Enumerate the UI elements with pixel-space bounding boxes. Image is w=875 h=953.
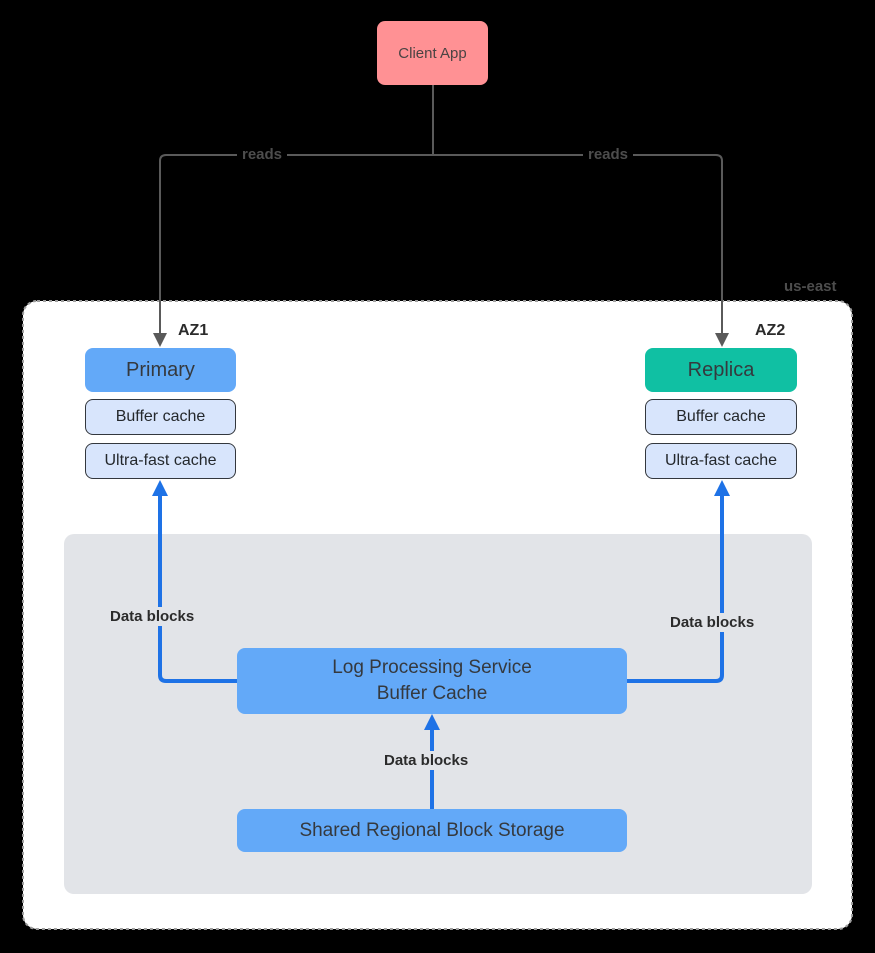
log-processing-service-line1: Log Processing Service (332, 657, 532, 678)
az2-buffer-cache-node: Buffer cache (645, 399, 797, 435)
data-blocks-right-edge (627, 495, 724, 683)
log-processing-service-node: Log Processing Service Buffer Cache (237, 648, 627, 714)
client-app-node: Client App (377, 21, 488, 85)
data-blocks-label-center: Data blocks (379, 751, 474, 770)
data-blocks-left-edge (158, 495, 237, 683)
reads-label-right: reads (583, 146, 634, 163)
data-blocks-right-arrowhead-icon (714, 480, 730, 496)
az1-buffer-cache-node: Buffer cache (85, 399, 236, 435)
replica-node: Replica (645, 348, 797, 392)
us-east-region-label: us-east (784, 278, 837, 295)
data-blocks-label-left: Data blocks (105, 607, 200, 626)
data-blocks-left-arrowhead-icon (152, 480, 168, 496)
reads-branch-edge (159, 154, 723, 334)
shared-regional-block-storage-node: Shared Regional Block Storage (237, 809, 627, 852)
az2-ultra-fast-cache-node: Ultra-fast cache (645, 443, 797, 479)
az1-label: AZ1 (178, 322, 209, 339)
log-processing-service-line2: Buffer Cache (376, 683, 488, 704)
primary-node: Primary (85, 348, 236, 392)
reads-label-left: reads (237, 146, 288, 163)
az2-label: AZ2 (755, 322, 786, 339)
data-blocks-center-arrowhead-icon (424, 714, 440, 730)
data-blocks-label-right: Data blocks (665, 613, 760, 632)
az1-arrowhead-icon (153, 333, 167, 347)
az1-ultra-fast-cache-node: Ultra-fast cache (85, 443, 236, 479)
az2-arrowhead-icon (715, 333, 729, 347)
storage-region (64, 534, 812, 894)
